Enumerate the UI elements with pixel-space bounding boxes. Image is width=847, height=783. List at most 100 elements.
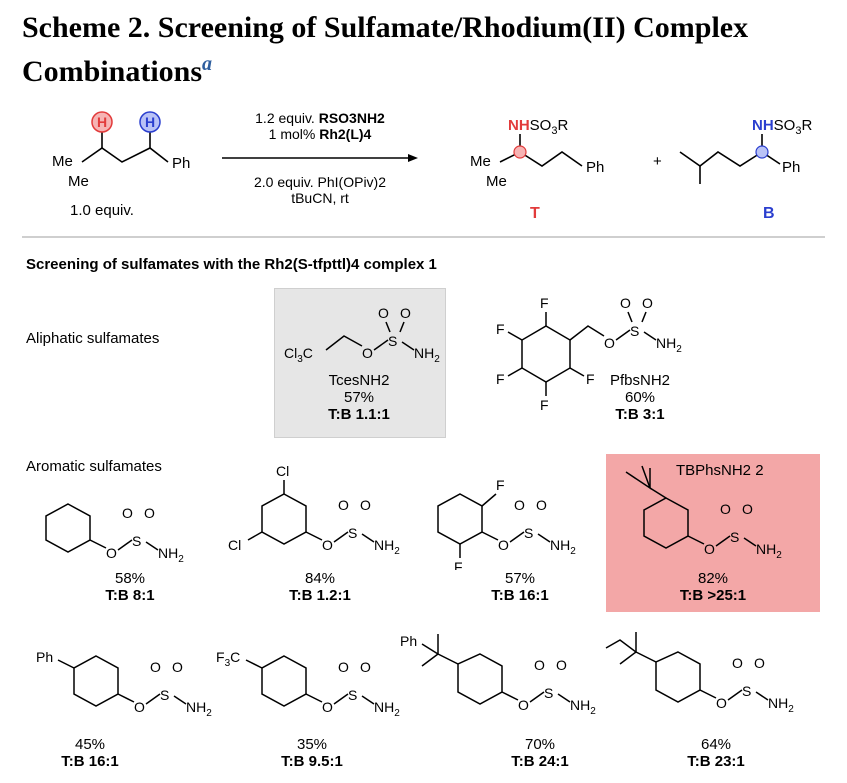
- svg-text:Ph: Ph: [172, 155, 190, 172]
- svg-text:Me: Me: [470, 153, 491, 170]
- svg-text:O: O: [172, 659, 183, 675]
- dichloro-caption: 84% T:B 1.2:1: [270, 570, 370, 604]
- product-b-label: B: [763, 205, 775, 222]
- scheme-title-line2: Combinations: [22, 55, 203, 88]
- svg-text:O: O: [642, 295, 653, 311]
- svg-text:S: S: [348, 525, 357, 541]
- svg-text:O: O: [556, 657, 567, 673]
- svg-text:Me: Me: [486, 173, 507, 190]
- product-b-structure: [679, 134, 781, 184]
- biphenyl-yield: 45%: [74, 736, 106, 753]
- tces-caption: TcesNH2 57% T:B 1.1:1: [274, 372, 444, 423]
- svg-text:F: F: [496, 371, 505, 387]
- svg-text:O: O: [322, 537, 333, 553]
- svg-text:O: O: [378, 305, 389, 321]
- svg-text:O: O: [360, 497, 371, 513]
- solvent-conditions: tBuCN, rt: [291, 190, 349, 206]
- svg-text:NH2: NH2: [756, 541, 782, 561]
- svg-text:Ph: Ph: [400, 633, 417, 649]
- reagents-bottom: 2.0 equiv. PhI(OPiv)2 tBuCN, rt: [220, 174, 420, 206]
- biphenyl-caption: 45% T:B 16:1: [40, 736, 140, 770]
- svg-text:O: O: [322, 699, 333, 715]
- svg-text:O: O: [122, 505, 133, 521]
- svg-text:Ph: Ph: [36, 649, 53, 665]
- svg-text:NHSO3R: NHSO3R: [508, 117, 568, 137]
- svg-text:NH2: NH2: [186, 699, 212, 719]
- reagents-top: 1.2 equiv. RSO3NH2 1 mol% Rh2(L)4: [220, 110, 420, 142]
- footnote-mark: a: [202, 53, 213, 75]
- svg-text:F3C: F3C: [216, 649, 240, 669]
- svg-text:O: O: [720, 501, 731, 517]
- svg-text:H: H: [97, 114, 107, 130]
- svg-text:S: S: [742, 683, 751, 699]
- svg-text:NH2: NH2: [414, 345, 440, 365]
- tamyl-yield: 64%: [700, 736, 732, 753]
- svg-text:NH2: NH2: [570, 697, 596, 717]
- tamyl-caption: 64% T:B 23:1: [666, 736, 766, 770]
- svg-text:NH2: NH2: [768, 695, 794, 715]
- catalyst-loading: 1 mol%: [268, 126, 320, 142]
- product-t-structure: [499, 134, 583, 167]
- svg-text:O: O: [536, 497, 547, 513]
- svg-text:F: F: [586, 371, 595, 387]
- svg-text:S: S: [524, 525, 533, 541]
- cumyl-yield: 70%: [524, 736, 556, 753]
- catalyst-name: Rh2(L)4: [319, 126, 372, 142]
- svg-text:O: O: [620, 295, 631, 311]
- scheme-title: Scheme 2. Screening of Sulfamate/Rhodium…: [22, 10, 832, 90]
- plus-sign: +: [653, 153, 662, 170]
- svg-text:O: O: [338, 659, 349, 675]
- svg-text:NH2: NH2: [550, 537, 576, 557]
- svg-text:O: O: [338, 497, 349, 513]
- substrate-highlights: H H: [91, 111, 161, 133]
- svg-text:H: H: [145, 114, 155, 130]
- svg-text:O: O: [134, 699, 145, 715]
- svg-text:S: S: [132, 533, 141, 549]
- cumyl-ratio: T:B 24:1: [511, 753, 569, 770]
- cf3-yield: 35%: [296, 736, 328, 753]
- svg-text:O: O: [362, 345, 373, 361]
- svg-text:O: O: [150, 659, 161, 675]
- svg-text:S: S: [630, 323, 639, 339]
- svg-text:Ph: Ph: [782, 159, 800, 176]
- svg-text:O: O: [518, 697, 529, 713]
- cf3-caption: 35% T:B 9.5:1: [262, 736, 362, 770]
- svg-text:O: O: [754, 655, 765, 671]
- pfbs-ratio: T:B 3:1: [615, 406, 665, 423]
- svg-text:O: O: [534, 657, 545, 673]
- svg-text:Me: Me: [68, 173, 89, 190]
- svg-text:O: O: [704, 541, 715, 557]
- svg-text:Me: Me: [52, 153, 73, 170]
- svg-text:F: F: [540, 295, 549, 311]
- phenyl-ratio: T:B 8:1: [105, 587, 155, 604]
- reagent-equiv: 1.2 equiv.: [255, 110, 319, 126]
- svg-text:O: O: [360, 659, 371, 675]
- tces-name: TcesNH2: [328, 372, 390, 389]
- svg-text:F: F: [540, 397, 549, 413]
- phenyl-yield: 58%: [114, 570, 146, 587]
- svg-text:O: O: [732, 655, 743, 671]
- svg-text:NHSO3R: NHSO3R: [752, 117, 812, 137]
- difluoro-yield: 57%: [504, 570, 536, 587]
- svg-text:NH2: NH2: [656, 335, 682, 355]
- section-heading: Screening of sulfamates with the Rh2(S-t…: [26, 256, 437, 273]
- divider: [22, 236, 825, 238]
- svg-text:O: O: [400, 305, 411, 321]
- product-t-label: T: [530, 205, 540, 222]
- pfbs-yield: 60%: [624, 389, 656, 406]
- dichloro-yield: 84%: [304, 570, 336, 587]
- reagent-sulfamate: RSO3NH2: [318, 110, 385, 126]
- svg-text:S: S: [544, 685, 553, 701]
- aliphatic-label: Aliphatic sulfamates: [26, 330, 160, 347]
- reaction-scheme: H H Me Me Ph NHSO3R Me Me Ph + NHSO3R Ph: [52, 111, 812, 190]
- svg-text:S: S: [730, 529, 739, 545]
- svg-text:F: F: [496, 321, 505, 337]
- dichloro-ratio: T:B 1.2:1: [289, 587, 351, 604]
